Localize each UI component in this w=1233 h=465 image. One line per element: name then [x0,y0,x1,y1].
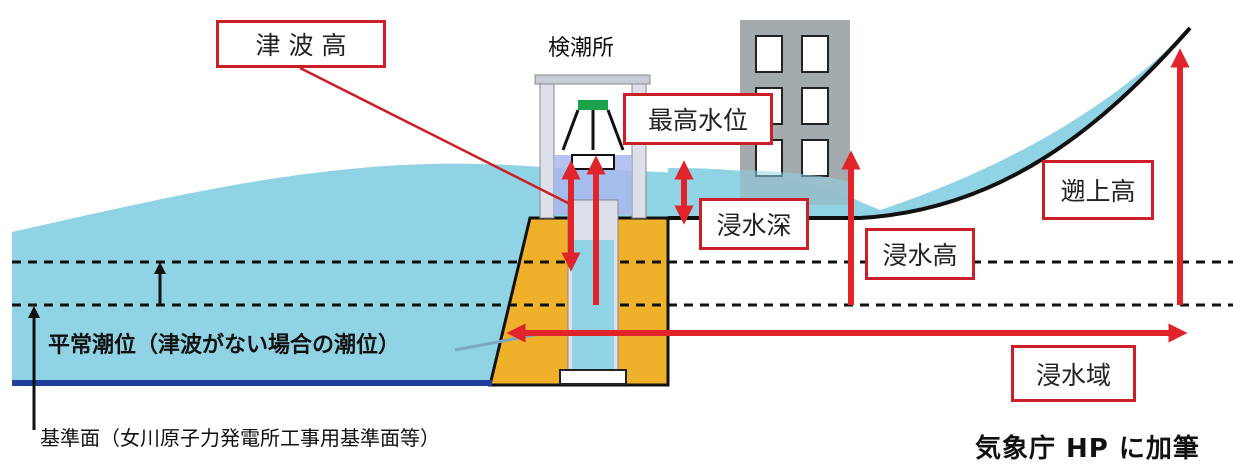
tsunami-height-leader [299,66,573,207]
gauge-cap [578,100,608,110]
building-water [740,170,850,205]
inundation-area-label: 浸水域 [1011,345,1136,402]
window [801,139,829,177]
datum-label: 基準面（女川原子力発電所工事用基準面等） [40,426,440,450]
gauge-body [561,109,625,151]
max-water-level-label: 最高水位 [623,93,773,145]
station-top-bar [534,74,651,85]
tide-station-label: 検潮所 [548,36,615,61]
runup-height-label: 遡上高 [1042,160,1154,220]
window [755,139,783,177]
window [755,35,783,73]
station-left-post [539,83,555,219]
tsunami-height-label: 津 波 高 [216,20,386,68]
station-well-base [559,369,627,385]
inundation-depth-label: 浸水深 [699,198,809,250]
window [801,87,829,125]
ground-line [668,26,1192,220]
inundation-height-label: 浸水高 [865,228,975,280]
credit-label: 気象庁 HP に加筆 [975,434,1200,464]
window [801,35,829,73]
normal-tide-label: 平常潮位（津波がない場合の潮位） [48,333,401,358]
datum-line [12,380,492,386]
